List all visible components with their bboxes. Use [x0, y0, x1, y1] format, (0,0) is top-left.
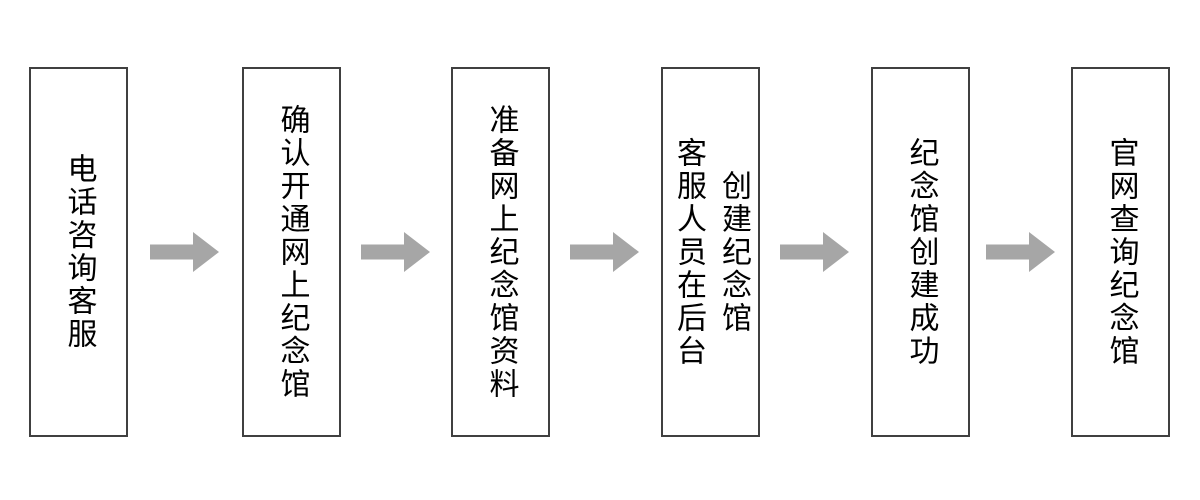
flow-step-create-success: 纪念馆创建成功 [871, 67, 970, 437]
flow-step-phone-consult: 电话咨询客服 [29, 67, 128, 437]
arrow-right-icon [570, 232, 639, 272]
flow-step-label-line1: 客服人员在后台 [672, 136, 705, 368]
arrow-right-icon [361, 232, 430, 272]
arrow-right-icon [986, 232, 1055, 272]
flow-step-confirm-open: 确认开通网上纪念馆 [242, 67, 341, 437]
flow-step-label-line2: 创建纪念馆 [717, 169, 750, 335]
flow-step-label: 电话咨询客服 [62, 153, 96, 351]
flow-step-label: 准备网上纪念馆资料 [484, 103, 518, 401]
flow-step-label: 纪念馆创建成功 [904, 136, 938, 368]
arrow-right-icon [780, 232, 849, 272]
flow-step-label: 官网查询纪念馆 [1104, 136, 1138, 368]
flow-step-backend-create: 客服人员在后台 创建纪念馆 [661, 67, 760, 437]
flow-step-label: 确认开通网上纪念馆 [275, 103, 309, 401]
flow-step-prepare-materials: 准备网上纪念馆资料 [451, 67, 550, 437]
arrow-right-icon [150, 232, 219, 272]
flow-step-website-lookup: 官网查询纪念馆 [1071, 67, 1170, 437]
